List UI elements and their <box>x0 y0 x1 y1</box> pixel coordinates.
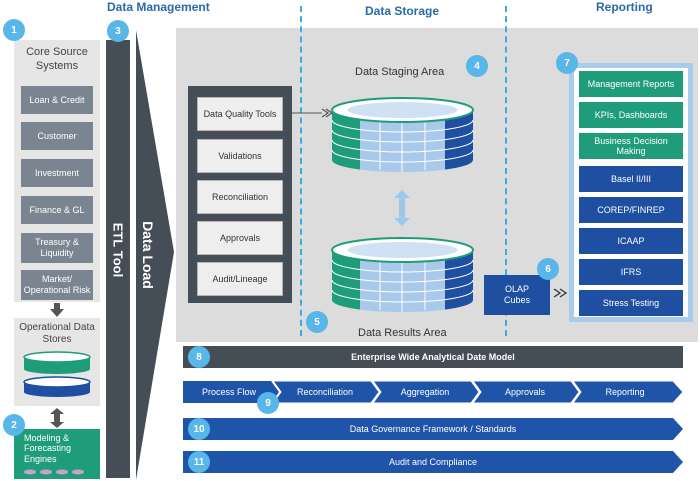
modeling-dots-icon <box>24 469 84 475</box>
governance-arrow <box>183 418 683 440</box>
arrow-down-icon <box>50 303 64 317</box>
report-icaap: ICAAP <box>578 227 684 255</box>
report-stress-testing: Stress Testing <box>578 289 684 317</box>
staging-database-icon <box>331 97 474 172</box>
badge-1: 1 <box>3 19 25 41</box>
process-chevrons <box>183 381 684 403</box>
data-load-label: Data Load <box>140 221 156 289</box>
etl-tool-label: ETL Tool <box>110 222 126 278</box>
results-database-icon <box>331 237 474 312</box>
badge-8: 8 <box>188 346 210 368</box>
tool-audit-lineage: Audit/Lineage <box>197 262 283 296</box>
modeling-title: Modeling & Forecasting Engines <box>24 433 72 464</box>
report-business-decision: Business Decision Making <box>578 132 684 160</box>
double-arrow-icon <box>50 408 64 428</box>
divider-left <box>300 6 302 336</box>
band-audit: Audit and Compliance <box>388 457 478 467</box>
badge-3: 3 <box>107 20 129 42</box>
ods-title: Operational Data Stores <box>19 322 95 345</box>
arrow-right-icon <box>292 108 332 118</box>
badge-5: 5 <box>306 311 328 333</box>
badge-2: 2 <box>3 414 25 436</box>
report-basel: Basel II/III <box>578 165 684 193</box>
olap-cubes: OLAP Cubes <box>484 275 550 315</box>
badge-10: 10 <box>188 418 210 440</box>
process-step-reporting: Reporting <box>605 387 645 397</box>
header-data-storage: Data Storage <box>365 4 440 18</box>
tool-approvals: Approvals <box>197 221 283 255</box>
report-management: Management Reports <box>578 70 684 98</box>
process-step-aggregation: Aggregation <box>400 387 450 397</box>
badge-11: 11 <box>188 451 210 473</box>
results-title: Data Results Area <box>358 327 447 339</box>
badge-9: 9 <box>257 392 279 414</box>
process-step-approvals: Approvals <box>504 387 546 397</box>
source-finance-gl: Finance & GL <box>21 196 93 224</box>
staging-title: Data Staging Area <box>355 66 445 78</box>
source-customer: Customer <box>21 122 93 150</box>
band-data-model: Enterprise Wide Analytical Date Model <box>183 346 683 368</box>
data-load-arrow <box>136 30 174 480</box>
tool-reconciliation: Reconciliation <box>197 180 283 214</box>
badge-7: 7 <box>556 52 578 74</box>
source-investment: Investment <box>21 159 93 187</box>
report-kpis-dashboards: KPIs, Dashboards <box>578 101 684 129</box>
chevron-right-icon <box>553 288 568 298</box>
process-step-flow: Process Flow <box>201 387 256 397</box>
badge-4: 4 <box>466 55 488 77</box>
header-data-management: Data Management <box>107 0 210 14</box>
tool-validations: Validations <box>197 139 283 173</box>
database-icon <box>23 351 91 397</box>
sync-arrow-icon <box>394 190 410 226</box>
etl-tool-bar <box>106 40 130 478</box>
report-corep-finrep: COREP/FINREP <box>578 196 684 224</box>
report-ifrs: IFRS <box>578 258 684 286</box>
divider-right <box>505 6 507 336</box>
source-treasury-liquidity: Treasury & Liquidity <box>21 233 93 263</box>
source-market-operational-risk: Market/ Operational Risk <box>21 270 93 300</box>
tool-data-quality: Data Quality Tools <box>197 97 283 131</box>
process-step-reconciliation: Reconciliation <box>296 387 354 397</box>
band-governance: Data Governance Framework / Standards <box>349 424 517 434</box>
source-loan-credit: Loan & Credit <box>21 86 93 114</box>
header-reporting: Reporting <box>596 0 653 14</box>
badge-6: 6 <box>537 258 559 280</box>
audit-arrow <box>183 451 683 473</box>
core-source-title: Core Source Systems <box>26 46 88 72</box>
